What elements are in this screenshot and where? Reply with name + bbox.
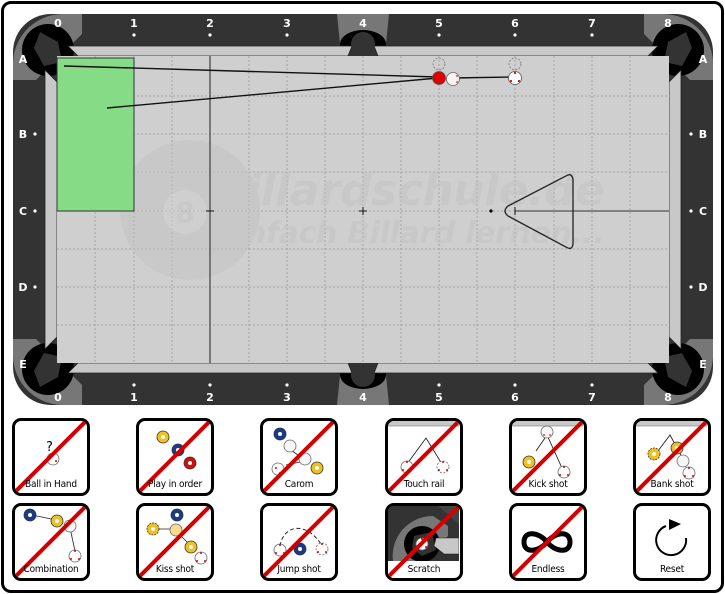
svg-text:0: 0 — [54, 391, 62, 404]
endless-button[interactable]: Endless — [509, 503, 587, 581]
center-spot — [206, 207, 516, 215]
svg-text:4: 4 — [359, 17, 367, 30]
play-in-order-button[interactable]: Play in order — [136, 418, 214, 496]
jump-shot-button[interactable]: Jump shot — [260, 503, 338, 581]
svg-text:3: 3 — [283, 17, 291, 30]
svg-text:8: 8 — [664, 17, 672, 30]
kick-shot-button[interactable]: Kick shot — [509, 418, 587, 496]
coordinate-labels: 0 1 2 3 4 5 6 7 8 0 1 2 3 4 5 6 7 8 A B … — [18, 17, 707, 404]
button-label: Bank shot — [650, 479, 694, 490]
svg-text:D: D — [18, 281, 27, 294]
bank-shot-button[interactable]: Bank shot — [633, 418, 711, 496]
svg-text:2: 2 — [206, 391, 214, 404]
svg-text:6: 6 — [511, 391, 519, 404]
svg-text:billardschule.de: billardschule.de — [215, 165, 605, 216]
svg-text:1: 1 — [130, 17, 138, 30]
button-label: Jump shot — [277, 564, 321, 575]
touch-rail-button[interactable]: Touch rail — [385, 418, 463, 496]
reset-button[interactable]: Reset — [633, 503, 711, 581]
svg-text:einfach Billard lernen...: einfach Billard lernen... — [215, 216, 605, 251]
ghost-ball-cue — [508, 57, 522, 71]
svg-text:4: 4 — [359, 391, 367, 404]
object-ball[interactable] — [432, 71, 446, 85]
button-label: Play in order — [147, 479, 203, 490]
combination-button[interactable]: Combination — [12, 503, 90, 581]
side-pocket-top — [337, 14, 389, 56]
reset-icon — [655, 519, 688, 557]
svg-text:E: E — [699, 358, 707, 371]
rack-triangle — [504, 174, 574, 250]
side-pocket-bottom — [337, 363, 389, 405]
svg-text:5: 5 — [435, 391, 443, 404]
cue-ball[interactable] — [508, 71, 522, 85]
svg-text:B: B — [19, 128, 27, 141]
svg-text:8: 8 — [175, 196, 194, 229]
svg-text:1: 1 — [130, 391, 138, 404]
svg-text:C: C — [19, 205, 27, 218]
carom-button[interactable]: Carom — [260, 418, 338, 496]
diamonds — [33, 33, 693, 387]
button-label: Reset — [659, 564, 685, 575]
button-label: Kiss shot — [155, 564, 195, 575]
svg-text:7: 7 — [588, 17, 596, 30]
ball-in-hand-zone[interactable] — [56, 57, 135, 212]
svg-text:2: 2 — [206, 17, 214, 30]
svg-text:D: D — [698, 281, 707, 294]
button-label: Touch rail — [403, 479, 445, 490]
svg-text:0: 0 — [54, 17, 62, 30]
svg-text:C: C — [699, 205, 707, 218]
svg-text:6: 6 — [511, 17, 519, 30]
scratch-button[interactable]: Scratch — [385, 503, 463, 581]
pool-table[interactable]: 8 billardschule.de einfach Billard lerne… — [0, 0, 725, 410]
button-label: Scratch — [407, 564, 441, 575]
svg-text:8: 8 — [664, 391, 672, 404]
cue-ball-contact-ghost — [446, 72, 460, 86]
button-label: Ball in Hand — [25, 479, 77, 490]
button-label: Carom — [284, 479, 314, 490]
svg-text:B: B — [699, 128, 707, 141]
button-label: Endless — [531, 564, 565, 575]
svg-text:A: A — [19, 53, 28, 66]
ghost-ball-object — [432, 57, 446, 71]
svg-text:3: 3 — [283, 391, 291, 404]
svg-text:A: A — [699, 53, 708, 66]
aim-lines — [63, 65, 516, 109]
kiss-shot-button[interactable]: Kiss shot — [136, 503, 214, 581]
svg-text:E: E — [19, 358, 27, 371]
ball-in-hand-button[interactable]: ? Ball in Hand — [12, 418, 90, 496]
button-label: Combination — [23, 564, 79, 575]
watermark: 8 billardschule.de einfach Billard lerne… — [120, 140, 605, 280]
foot-spot — [489, 209, 493, 213]
button-label: Kick shot — [528, 479, 568, 490]
svg-text:5: 5 — [435, 17, 443, 30]
svg-text:7: 7 — [588, 391, 596, 404]
